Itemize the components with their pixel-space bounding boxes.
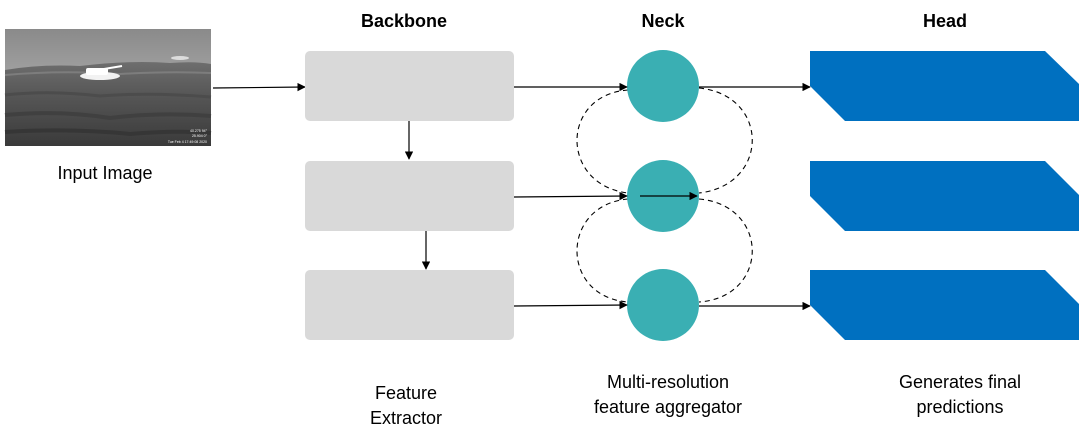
dashed-loop-top-left <box>576 89 629 194</box>
backbone-stage-3 <box>305 270 514 340</box>
overlay-text-2: 25.904 0° <box>192 134 208 138</box>
head-output-3 <box>810 270 1079 340</box>
backbone-stage-2 <box>305 161 514 231</box>
neck-node-3 <box>627 269 699 341</box>
neck-heading: Neck <box>641 11 685 31</box>
neck-node-1 <box>627 50 699 122</box>
dashed-loop-bottom-left <box>576 198 629 303</box>
input-image-label: Input Image <box>57 163 152 183</box>
head-caption-line1: Generates final <box>899 372 1021 392</box>
head-caption-line2: predictions <box>916 397 1003 417</box>
backbone-stage-1 <box>305 51 514 121</box>
input-image: 40.275 94° 25.904 0° Tue Feb 4 17:49:08 … <box>4 29 212 146</box>
arrow-backbone-3-to-neck <box>513 300 628 310</box>
tank-silhouette <box>80 65 123 80</box>
neck-caption-line1: Multi-resolution <box>607 372 729 392</box>
head-heading: Head <box>923 11 967 31</box>
overlay-text-3: Tue Feb 4 17:49:08 2020 <box>168 140 207 144</box>
backbone-caption-line2: Extractor <box>370 408 442 428</box>
backbone-heading: Backbone <box>361 11 447 31</box>
dashed-loop-bottom-right <box>698 198 753 303</box>
backbone-caption-line1: Feature <box>375 383 437 403</box>
head-output-1 <box>810 51 1079 121</box>
arrow-backbone-2-to-neck <box>513 191 628 201</box>
head-output-2 <box>810 161 1079 231</box>
neck-caption-line2: feature aggregator <box>594 397 742 417</box>
dashed-loop-top-right <box>698 87 753 194</box>
overlay-text-1: 40.275 94° <box>190 129 208 133</box>
arrow-input-to-backbone <box>212 82 306 92</box>
